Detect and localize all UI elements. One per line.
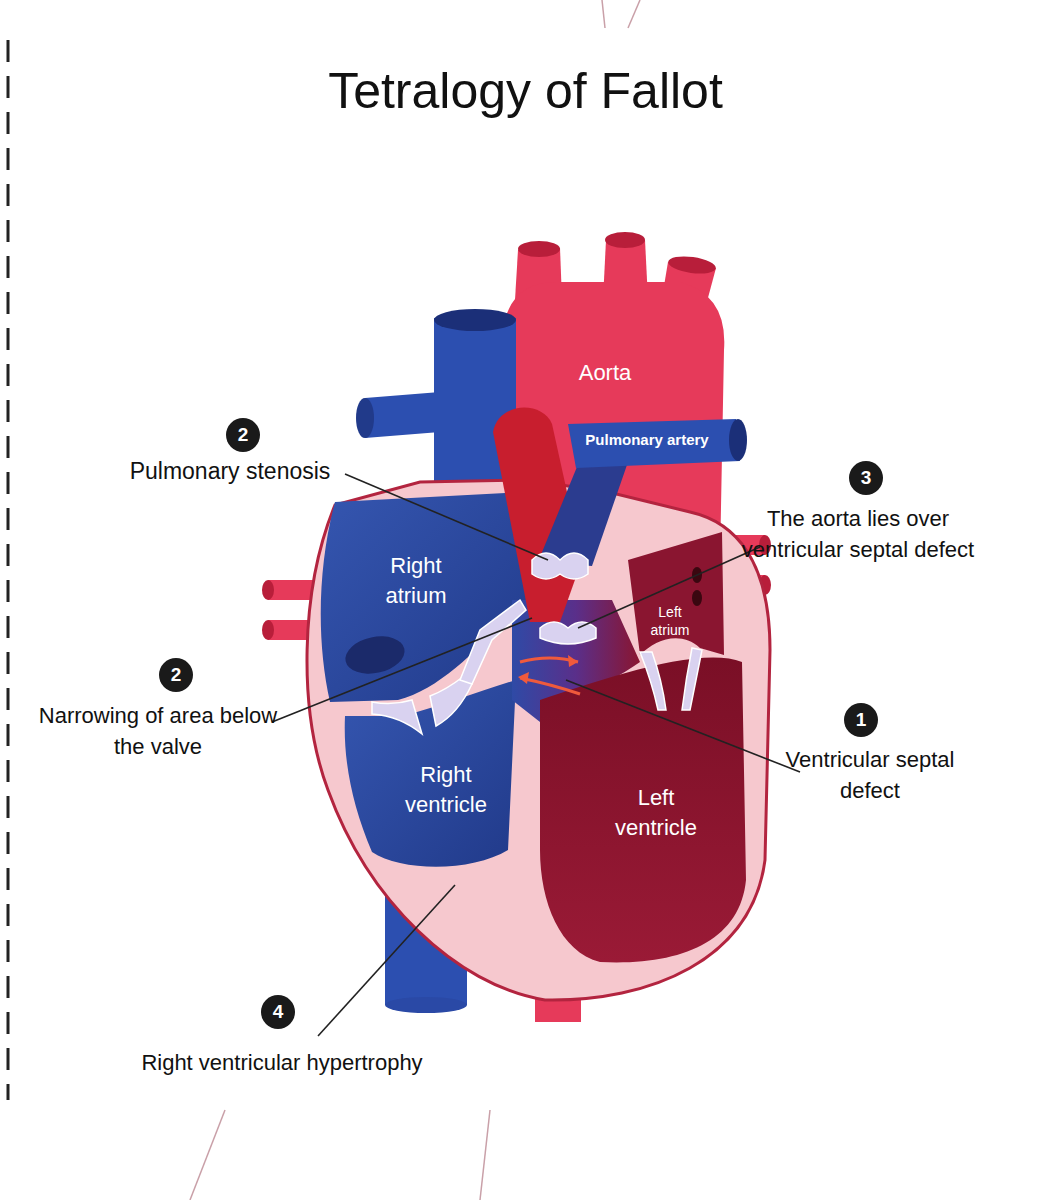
part-label: Left ventricle xyxy=(601,783,711,843)
callout-number: 2 xyxy=(226,418,260,452)
right-atrium xyxy=(321,492,528,702)
diagram-title: Tetralogy of Fallot xyxy=(0,62,1051,120)
guide-line xyxy=(628,0,640,28)
page-border xyxy=(7,40,10,1100)
guide-line xyxy=(602,0,605,28)
part-label: Pulmonary artery xyxy=(572,430,722,450)
left-atrium xyxy=(628,532,724,655)
right-ventricle xyxy=(345,680,516,867)
callout-number: 2 xyxy=(159,658,193,692)
leader-lines xyxy=(272,474,800,1036)
pulmonary-artery xyxy=(568,419,740,468)
heart-wall xyxy=(307,480,770,1000)
flow-arrow xyxy=(520,678,580,694)
part-label: Aorta xyxy=(545,358,665,388)
part-label: Right atrium xyxy=(366,551,466,611)
part-label: Ventricular septal defect xyxy=(783,744,958,806)
part-label: Right ventricular hypertrophy xyxy=(82,1048,482,1078)
part-label: Pulmonary stenosis xyxy=(80,456,380,486)
part-label: Left atrium xyxy=(640,603,700,639)
guide-line xyxy=(480,1110,490,1200)
callout-number: 3 xyxy=(849,461,883,495)
part-label: Narrowing of area below the valve xyxy=(36,700,281,762)
callout-number: 1 xyxy=(844,703,878,737)
part-label: The aorta lies over ventricular septal d… xyxy=(741,503,976,565)
left-ventricle xyxy=(540,657,746,962)
callout-number: 4 xyxy=(261,995,295,1029)
valves xyxy=(372,553,702,734)
guide-line xyxy=(190,1110,225,1200)
part-label: Right ventricle xyxy=(391,760,501,820)
